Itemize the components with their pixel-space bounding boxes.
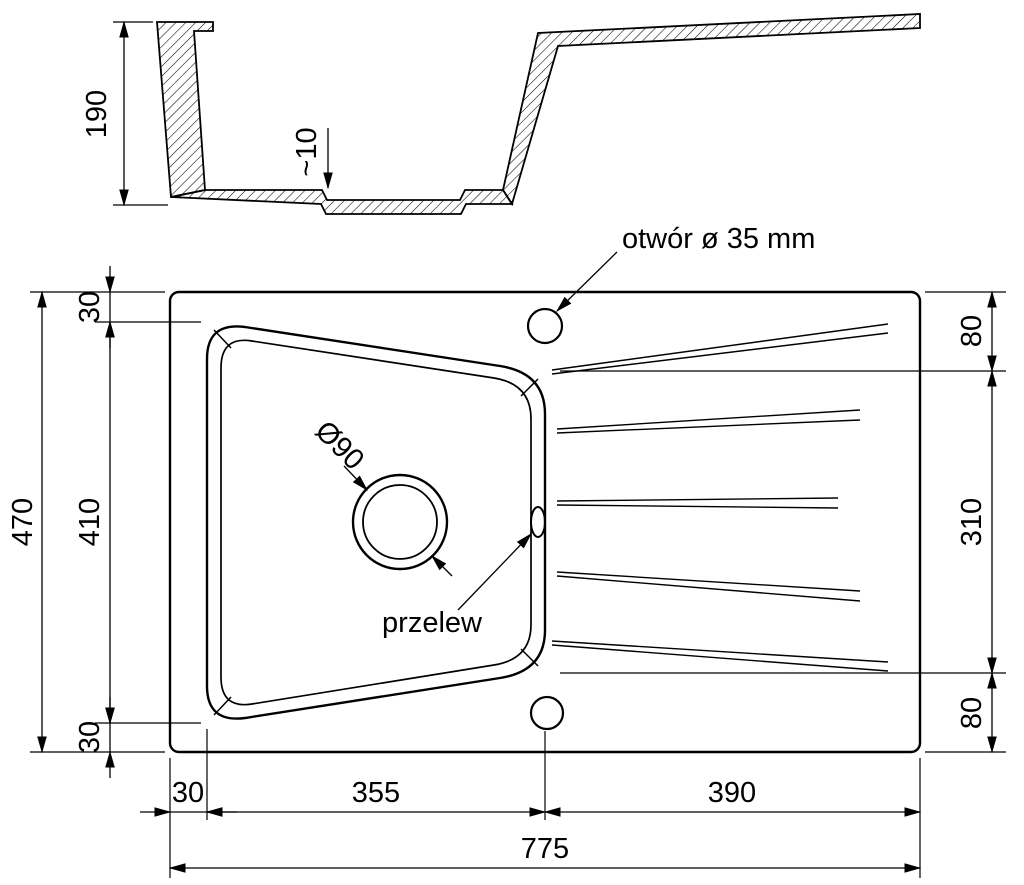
groove-line (551, 640, 889, 663)
overflow-callout: przelew (382, 532, 532, 639)
dim-label-bottom-drainer: 390 (708, 777, 756, 809)
basin-inner-edge (220, 339, 532, 706)
cross-section-view (156, 13, 921, 215)
groove-line (556, 575, 861, 602)
groove-line (556, 504, 839, 509)
crease-line (213, 329, 232, 349)
dim-label-left-total: 470 (7, 498, 39, 546)
groove-line (551, 644, 889, 672)
dim-label-left-basin: 410 (74, 498, 106, 546)
basin-corner-creases (213, 329, 539, 716)
dim-label-right-top: 80 (956, 315, 988, 347)
section-right-wall-drainer (502, 13, 921, 207)
groove-line (551, 323, 889, 371)
leader-line (343, 465, 368, 492)
basin-outer-edge (205, 325, 547, 720)
drain-inner-circle (362, 484, 438, 560)
left-dimensions: 470 30 410 30 (7, 266, 201, 778)
section-dim-recess: ~10 (291, 127, 333, 190)
crease-line (520, 378, 539, 397)
bottom-hole (529, 695, 565, 731)
leader-line (555, 251, 618, 312)
section-dim-height: 190 (81, 20, 168, 207)
tap-hole (526, 307, 564, 345)
overflow-label: przelew (382, 607, 483, 639)
dim-label-left-margin-top: 30 (74, 291, 106, 323)
leader-line (457, 532, 532, 611)
crease-line (213, 696, 232, 716)
leader-line (431, 555, 453, 577)
groove-line (551, 332, 889, 375)
groove-line (556, 571, 861, 592)
dim-label-right-bottom: 80 (956, 697, 988, 729)
dim-label-right-middle: 310 (956, 498, 988, 546)
dim-label-section-height: 190 (81, 90, 113, 138)
overflow-slot (530, 506, 546, 538)
crease-line (520, 648, 539, 667)
dim-label-bottom-margin: 30 (172, 777, 204, 809)
dim-label-recess-depth: ~10 (291, 127, 323, 176)
groove-line (556, 409, 861, 430)
dim-label-bottom-basin: 355 (352, 777, 400, 809)
bottom-dimensions: 30 355 390 775 (140, 729, 922, 878)
drainer-grooves (551, 323, 889, 672)
dim-label-left-margin-bottom: 30 (74, 721, 106, 753)
tap-hole-callout: otwór ø 35 mm (555, 223, 815, 312)
groove-line (556, 497, 839, 502)
groove-line (556, 419, 861, 434)
drain-outer-circle (351, 473, 449, 571)
plan-view (168, 290, 922, 754)
dim-label-bottom-total: 775 (521, 833, 569, 865)
tap-hole-label: otwór ø 35 mm (622, 223, 815, 255)
right-dimensions: 80 310 80 (560, 290, 1006, 754)
